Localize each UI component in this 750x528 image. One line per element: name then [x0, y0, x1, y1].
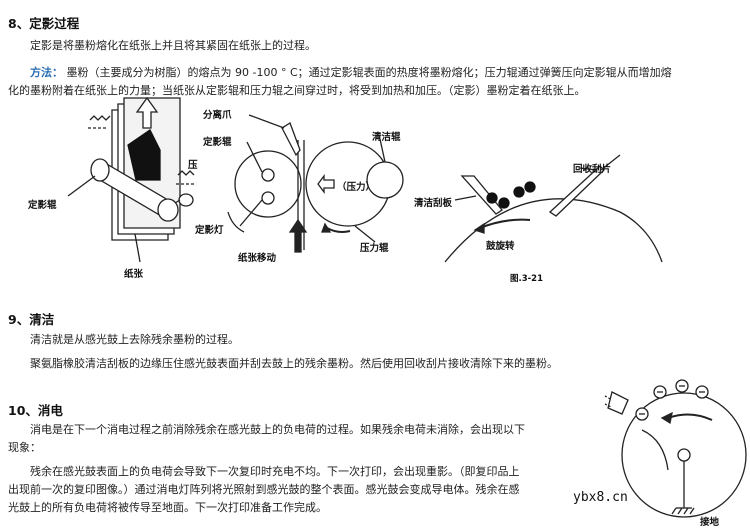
section-10-line-1: 消电是在下一个消电过程之前消除残余在感光鼓上的负电荷的过程。如果残余电荷未消除，…: [30, 423, 525, 436]
method-line-2: 化的墨粉附着在纸张上的力量；当纸张从定影辊和压力辊之间穿过时，将受到加热和加压。…: [8, 84, 586, 97]
section-10-line-3: 残余在感光鼓表面上的负电荷会导致下一次复印时充电不均。下一次打印，会出现重影。（…: [30, 465, 520, 478]
section-8-heading: 8、定影过程: [8, 16, 80, 31]
section-10-line-4: 出现前一次的复印图像。）通过消电灯阵列将光照射到感光鼓的整个表面。感光鼓会变成导…: [8, 483, 520, 496]
label-paper: 纸张: [124, 269, 144, 280]
label-pressure-roller: 压力辊: [360, 243, 389, 254]
method-text-1: 墨粉（主要成分为树脂）的熔点为 90 -100 ° C；通过定影辊表面的热度将墨…: [66, 66, 672, 79]
label-cleaning-roller: 清洁辊: [372, 132, 401, 143]
label-recycle-blade: 回收刮片: [573, 164, 612, 175]
watermark: ybx8.cn: [573, 490, 628, 505]
label-separation-claw: 分离爪: [203, 110, 232, 121]
section-8-paragraph: 定影是将墨粉熔化在纸张上并且将其紧固在纸张上的过程。: [30, 39, 316, 52]
label-fuser-lamp: 定影灯: [195, 225, 224, 236]
label-drum-rotation: 鼓旋转: [486, 241, 515, 252]
label-pressure-tag: （压力）: [337, 182, 376, 193]
method-label: 方法：: [30, 66, 63, 79]
label-fuser-roller-2: 定影辊: [203, 137, 232, 148]
section-10-line-2: 现象：: [8, 441, 41, 454]
section-10-line-5: 光鼓上的所有负电荷将被传导至地面。下一次打印准备工作完成。: [8, 501, 327, 514]
section-9-heading: 9、清洁: [8, 312, 55, 327]
section-10-heading: 10、消电: [8, 403, 63, 418]
figure-number: 图.3-21: [510, 274, 543, 284]
label-paper-movement: 纸张移动: [238, 253, 277, 264]
label-pressure-short: 压: [188, 160, 198, 171]
label-ground: 接地: [700, 517, 720, 528]
section-9-paragraph-2: 聚氨脂橡胶清洁刮板的边缘压住感光鼓表面并刮去鼓上的残余墨粉。然后使用回收刮片接收…: [30, 357, 558, 370]
label-cleaning-blade: 清洁刮板: [414, 198, 453, 209]
label-fuser-roller: 定影辊: [28, 200, 57, 211]
section-9-paragraph-1: 清洁就是从感光鼓上去除残余墨粉的过程。: [30, 333, 239, 346]
method-line-1: 方法： 墨粉（主要成分为树脂）的熔点为 90 -100 ° C；通过定影辊表面的…: [30, 64, 672, 81]
